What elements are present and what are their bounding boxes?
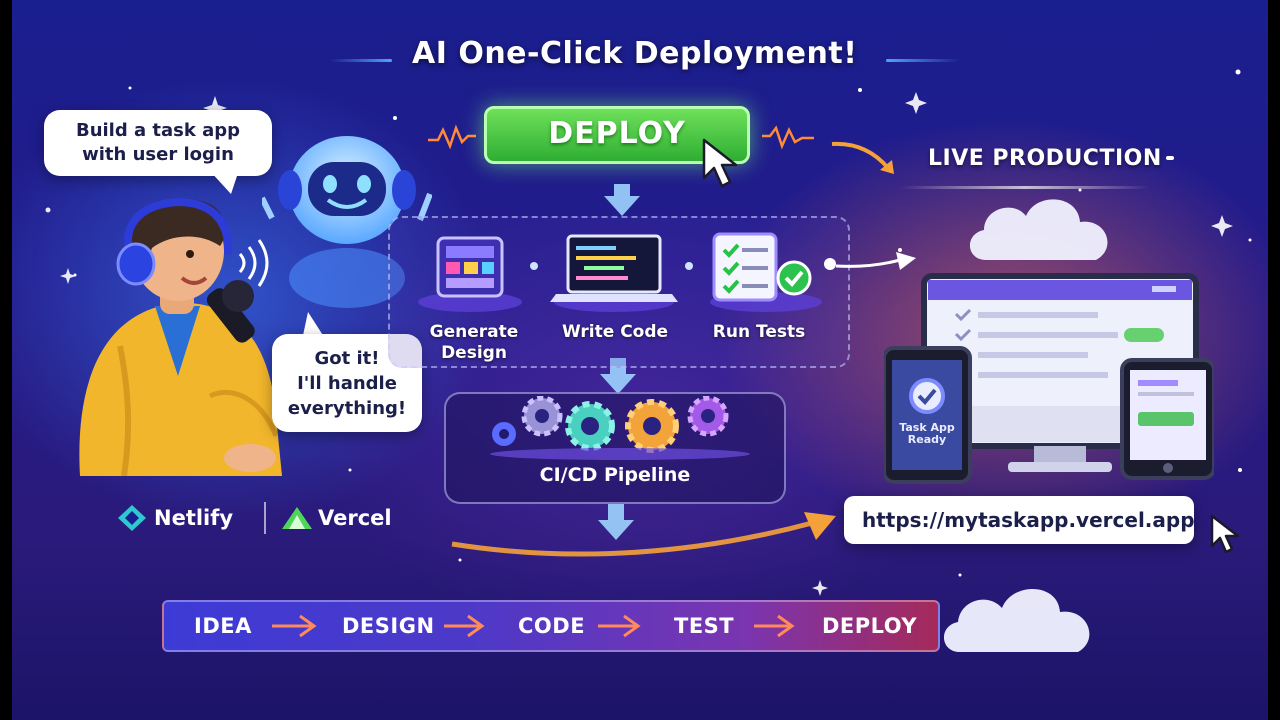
ai-robot-illustration: [262, 136, 432, 308]
vercel-label: Vercel: [318, 506, 392, 530]
step-label-line: Generate: [429, 322, 519, 342]
flow-chevrons: [272, 614, 795, 638]
step-label-line: Design: [441, 343, 507, 363]
letterbox-left: [0, 0, 12, 720]
sound-waves-icon: [238, 239, 269, 287]
workflow-bar: IDEA DESIGN CODE TEST DEPLOY: [162, 600, 940, 652]
flow-step-design: DESIGN: [342, 614, 435, 638]
title-accent-left: [330, 59, 392, 62]
ai-reply-line: Got it!: [314, 348, 380, 369]
deploy-button[interactable]: DEPLOY: [484, 106, 750, 164]
netlify-logo-icon: [118, 505, 146, 531]
cloud-icon: [943, 588, 1090, 652]
user-prompt-line: Build a task app: [75, 120, 241, 141]
phone-status-line: Ready: [907, 433, 947, 446]
live-production-label: LIVE PRODUCTION: [928, 146, 1162, 171]
flow-step-test: TEST: [674, 614, 735, 638]
bubble-tail: [209, 170, 239, 194]
live-accent: [1166, 156, 1174, 160]
cursor-icon: [702, 138, 738, 188]
cursor-icon: [1210, 514, 1240, 554]
page-title: AI One-Click Deployment!: [412, 36, 858, 71]
step-write-code: Write Code: [561, 322, 669, 342]
letterbox-right: [1268, 0, 1280, 720]
bubble-tail: [302, 312, 326, 340]
ai-reply-line: I'll handle: [297, 373, 397, 394]
netlify-label: Netlify: [154, 506, 234, 530]
step-generate-design: Generate Design: [414, 322, 534, 364]
down-arrow-icon: [598, 504, 634, 540]
deployed-url[interactable]: https://mytaskapp.vercel.app: [844, 496, 1195, 544]
ai-reply-bubble: Got it! I'll handle everything!: [272, 334, 422, 432]
flow-step-deploy: DEPLOY: [822, 614, 918, 638]
devices-illustration: [884, 273, 1214, 484]
vercel-logo-icon: [282, 507, 312, 529]
gears-icon: [490, 396, 750, 460]
cloud-icon: [969, 199, 1108, 260]
phone-status-line: Task App: [899, 421, 955, 434]
flow-step-code: CODE: [518, 614, 586, 638]
cicd-pipeline-panel: [444, 392, 786, 504]
cicd-pipeline-label: CI/CD Pipeline: [539, 464, 691, 486]
curved-arrow-icon: [831, 141, 894, 174]
step-icons: [418, 232, 822, 312]
flow-step-idea: IDEA: [194, 614, 252, 638]
developer-illustration: [79, 197, 282, 476]
phone-status: Task App Ready: [892, 422, 962, 446]
right-arrow-icon: [824, 252, 916, 270]
ai-reply-line: everything!: [287, 398, 407, 419]
brand-divider: [264, 502, 266, 534]
user-prompt-bubble: Build a task app with user login: [44, 110, 272, 176]
title-accent-right: [886, 59, 960, 62]
live-underline: [900, 186, 1150, 189]
step-run-tests: Run Tests: [712, 322, 806, 342]
down-arrow-icon: [604, 184, 640, 216]
down-arrow-icon: [600, 358, 636, 394]
user-prompt-line: with user login: [82, 144, 234, 165]
signal-line-icon: [428, 124, 476, 150]
signal-line-icon: [762, 125, 814, 150]
orange-swoosh-arrow: [451, 512, 836, 557]
